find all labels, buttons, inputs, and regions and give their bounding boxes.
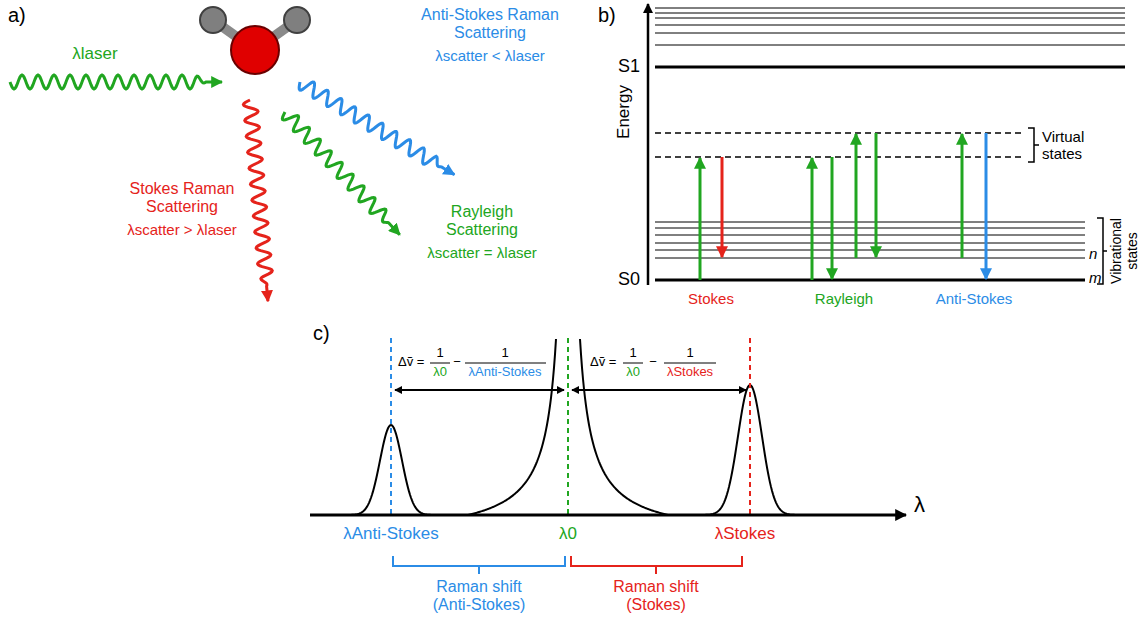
- formula-part: Δṽ =: [590, 355, 616, 370]
- shift-arrow: [572, 389, 746, 391]
- transition-arrow: [699, 158, 702, 280]
- s1-level: [655, 66, 1125, 69]
- level-label: m: [1089, 269, 1102, 286]
- axis-title: Energy: [614, 85, 634, 139]
- formula-part: −: [649, 355, 657, 370]
- bracket-label: Vibrational states: [1108, 204, 1140, 299]
- bracket: [393, 556, 565, 574]
- process-name: Stokes Raman Scattering: [125, 180, 240, 217]
- s0-level: [655, 279, 1085, 282]
- panel-letter: a): [8, 4, 26, 27]
- fraction-bar: [623, 363, 643, 364]
- shift-arrow: [395, 389, 564, 391]
- level-line: [655, 45, 1125, 46]
- transition-arrow: [985, 133, 988, 279]
- formula-part: 1: [629, 346, 636, 361]
- transition-label: Stokes: [688, 290, 734, 307]
- vibrational-level: [655, 250, 1085, 251]
- transition-arrow: [875, 133, 878, 257]
- marker-line: [390, 338, 392, 515]
- formula-part: Δṽ =: [398, 355, 424, 370]
- photon-wave: [243, 100, 272, 301]
- level-line: [655, 18, 1125, 19]
- wavelength-label: λAnti-Stokes: [343, 524, 438, 544]
- rayleigh-peak: [580, 339, 668, 515]
- formula-part: λ0: [433, 365, 447, 380]
- transition-arrow: [961, 134, 964, 258]
- fraction-bar: [465, 363, 546, 364]
- virtual-state: [655, 132, 1025, 134]
- level-line: [655, 33, 1125, 34]
- photon-wave: [10, 75, 222, 89]
- formula-part: λ0: [626, 365, 640, 380]
- level-line: [655, 13, 1125, 14]
- process-name: Anti-Stokes Raman Scattering: [420, 6, 560, 43]
- transition-arrow: [811, 158, 814, 280]
- state-label: S0: [618, 269, 640, 290]
- vibrational-level: [655, 258, 1085, 259]
- axis-label: λ: [914, 492, 925, 517]
- wavelength-relation: λscatter = λlaser: [427, 244, 537, 261]
- wavelength-relation: λscatter < λlaser: [435, 47, 545, 64]
- bracket-label: Virtual states: [1042, 128, 1104, 163]
- process-name: Rayleigh Scattering: [437, 203, 527, 240]
- wavelength-label: λStokes: [715, 524, 775, 544]
- transition-arrow: [721, 157, 724, 257]
- vibrational-level: [655, 222, 1085, 223]
- fraction-bar: [430, 363, 450, 364]
- formula-part: 1: [436, 346, 443, 361]
- fraction-bar: [664, 363, 716, 364]
- marker-line: [567, 338, 569, 515]
- bracket: [1028, 128, 1039, 162]
- vibrational-level: [655, 235, 1085, 236]
- formula-part: 1: [686, 346, 693, 361]
- formula-part: −: [453, 355, 461, 370]
- level-line: [655, 25, 1125, 26]
- photon-wave: [299, 82, 454, 175]
- transition-label: Rayleigh: [815, 290, 873, 307]
- rayleigh-peak: [468, 339, 556, 515]
- transition-arrow: [831, 157, 834, 279]
- virtual-state: [655, 156, 1025, 158]
- level-label: n: [1089, 245, 1097, 262]
- hydrogen-atom: [284, 7, 310, 33]
- shift-label: Raman shift (Anti-Stokes): [419, 578, 539, 615]
- vibrational-level: [655, 228, 1085, 229]
- bracket: [571, 556, 742, 574]
- panel-letter: b): [598, 4, 616, 27]
- formula-part: 1: [501, 346, 508, 361]
- level-line: [655, 8, 1125, 9]
- state-label: S1: [618, 56, 640, 77]
- wavelength-label: λ0: [559, 524, 577, 544]
- formula-part: λAnti-Stokes: [469, 365, 542, 380]
- transition-label: Anti-Stokes: [936, 290, 1013, 307]
- panel-letter: c): [313, 322, 330, 345]
- wavelength-axis: [310, 514, 906, 517]
- wavelength-relation: λscatter > λlaser: [127, 221, 237, 238]
- formula-part: λStokes: [667, 365, 713, 380]
- oxygen-atom: [231, 26, 279, 74]
- transition-arrow: [855, 134, 858, 258]
- hydrogen-atom: [200, 7, 226, 33]
- shift-label: Raman shift (Stokes): [596, 578, 716, 615]
- vibrational-level: [655, 243, 1085, 244]
- wavelength-label: λlaser: [72, 44, 117, 64]
- energy-axis: [647, 4, 650, 285]
- marker-line: [749, 338, 751, 515]
- photon-wave: [282, 112, 399, 235]
